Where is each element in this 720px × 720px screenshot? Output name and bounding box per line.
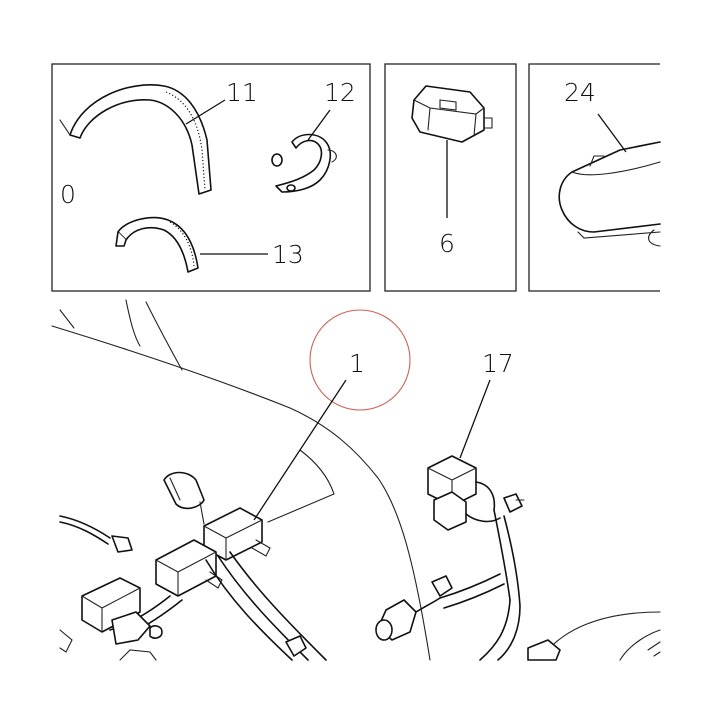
callout-11: 11 — [226, 78, 258, 107]
cover-24 — [558, 141, 661, 247]
callout-24: 24 — [564, 78, 596, 107]
panel-frame-clips — [51, 63, 371, 292]
inset-panel-relay: 6 — [384, 63, 517, 292]
vehicle-body-outline — [51, 299, 661, 661]
leader-12 — [307, 109, 331, 141]
callout-17: 17 — [482, 349, 514, 378]
inset-panel-clips: 11 12 13 0 — [51, 63, 371, 292]
relay-6 — [411, 85, 493, 143]
callout-6: 6 — [439, 229, 455, 258]
cable-strap-11 — [59, 84, 212, 195]
callout-1: 1 — [349, 349, 365, 378]
callout-0: 0 — [60, 180, 76, 209]
main-harness — [59, 551, 327, 661]
inline-fuse — [163, 471, 205, 525]
callout-13: 13 — [272, 240, 304, 269]
leader-1 — [253, 379, 347, 521]
cable-strap-13 — [115, 216, 199, 273]
leader-24 — [597, 113, 627, 153]
wire-left — [59, 515, 133, 553]
relay-block-1 — [155, 507, 271, 597]
highlight-circle — [309, 309, 411, 411]
inset-panel-cover: 24 — [528, 63, 661, 292]
panel-frame-relay — [384, 63, 517, 292]
leader-17 — [459, 379, 491, 459]
panel-frame-cover — [528, 63, 660, 292]
leader-11 — [185, 99, 226, 125]
p-clip-12 — [271, 133, 337, 193]
harness-17 — [375, 455, 561, 661]
callout-12: 12 — [324, 78, 356, 107]
main-view: 1 17 — [51, 299, 661, 661]
